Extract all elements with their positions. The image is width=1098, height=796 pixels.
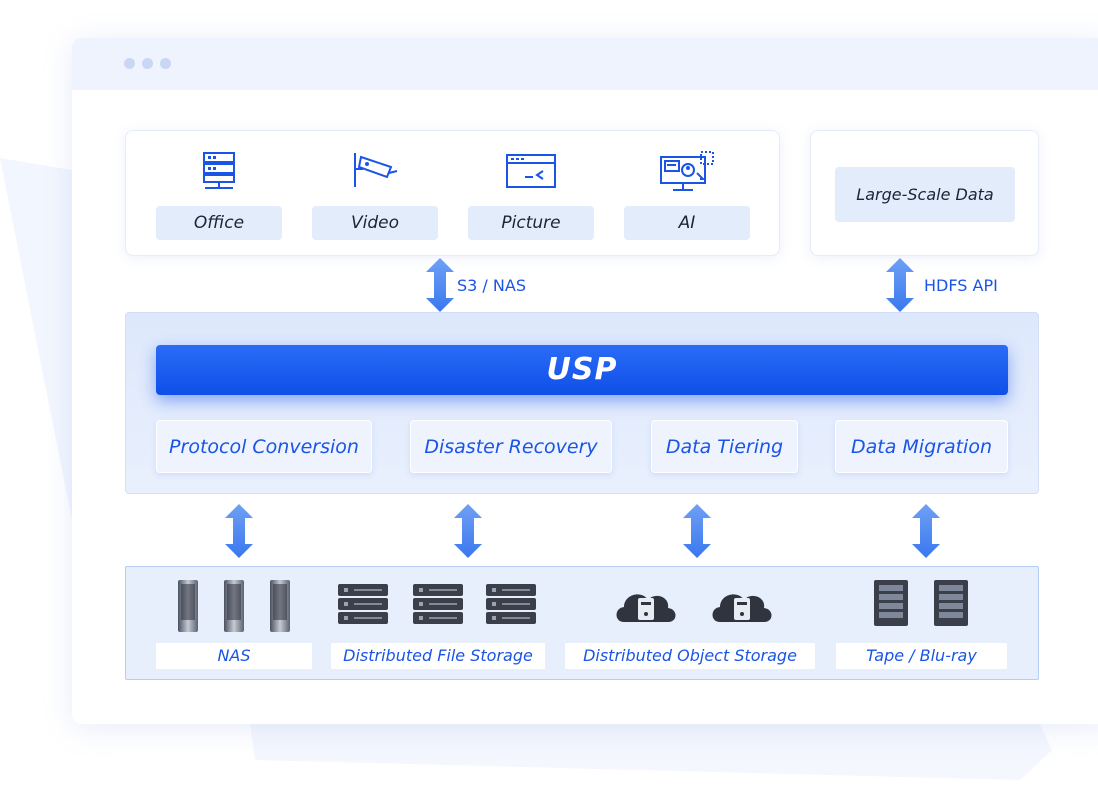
applications-card: Office Video Picture (125, 130, 780, 256)
window-dot (160, 58, 171, 69)
app-office: Office (156, 151, 282, 240)
surveillance-camera-icon (354, 153, 398, 187)
large-scale-data-card: Large-Scale Data (810, 130, 1039, 256)
window-dot (124, 58, 135, 69)
terminal-window-icon (506, 154, 556, 188)
cloud-server-icon (616, 594, 772, 622)
double-arrow-icon (225, 504, 253, 558)
double-arrow-icon (912, 504, 940, 558)
feature-data-migration: Data Migration (835, 420, 1008, 473)
window-dot (142, 58, 153, 69)
double-arrow-icon (886, 258, 914, 312)
feature-disaster-recovery: Disaster Recovery (410, 420, 612, 473)
rack-server-icon (338, 583, 537, 625)
app-ai: AI (624, 151, 750, 240)
window-titlebar (72, 38, 1098, 90)
storage-label-object: Distributed Object Storage (565, 643, 815, 669)
double-arrow-icon (683, 504, 711, 558)
monitor-ai-icon (660, 151, 714, 191)
app-label: Picture (468, 206, 594, 240)
server-rack-icon (203, 152, 235, 189)
tape-library-icon (874, 580, 968, 626)
storage-label-tape: Tape / Blu-ray (836, 643, 1007, 669)
app-video: Video (312, 151, 438, 240)
feature-protocol-conversion: Protocol Conversion (156, 420, 372, 473)
app-label: Video (312, 206, 438, 240)
app-label: Office (156, 206, 282, 240)
storage-label-nas: NAS (156, 643, 312, 669)
large-scale-data-label: Large-Scale Data (835, 167, 1015, 222)
double-arrow-icon (426, 258, 454, 312)
storage-label-file: Distributed File Storage (331, 643, 545, 669)
tower-server-icon (178, 580, 290, 632)
usp-title-bar: USP (156, 345, 1008, 395)
hdfs-api-label: HDFS API (924, 276, 998, 295)
app-label: AI (624, 206, 750, 240)
s3-nas-label: S3 / NAS (457, 276, 526, 295)
app-picture: Picture (468, 151, 594, 240)
double-arrow-icon (454, 504, 482, 558)
feature-data-tiering: Data Tiering (651, 420, 798, 473)
